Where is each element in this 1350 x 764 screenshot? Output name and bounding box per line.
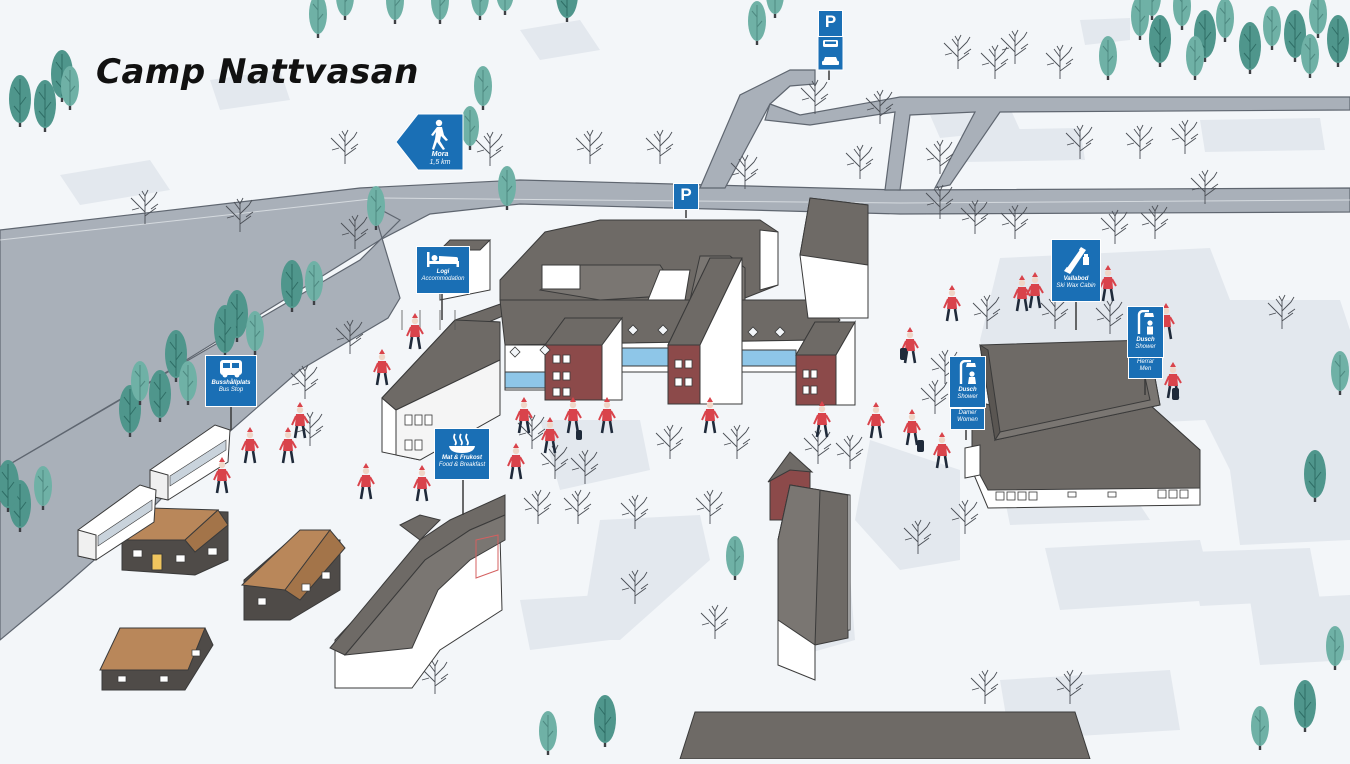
sign-line1: Vallabod [1063,276,1089,282]
car-icon [822,57,839,65]
sign-line1: Logi [436,269,450,275]
tag-men: Herrar Men [1128,357,1163,379]
bus-icon [823,40,838,47]
parking-label: P [824,12,837,31]
tag-line2: Women [957,417,978,423]
walking-person-icon [431,119,448,150]
sign-food-breakfast: Mat & Frukost Food & Breakfast [434,428,490,480]
direction-distance: 1,5 km [429,159,451,166]
sign-line1: Mat & Frukost [441,455,482,461]
sign-line1: Busshållplats [211,380,251,386]
shower-icon [1137,310,1154,335]
sign-shower-women: Dusch Shower [949,356,986,408]
sign-line2: Shower [1135,344,1156,350]
direction-sign-mora: Mora 1,5 km [395,113,464,171]
bed-icon [427,252,459,267]
tag-line2: Men [1139,366,1152,372]
sign-line1: Dusch [958,387,977,393]
sign-accommodation: Logi Accommodation [416,246,470,294]
sign-ski-wax-cabin: Vallabod Ski Wax Cabin [1051,239,1101,302]
parking-sign-road: P [673,183,699,210]
map-title: Camp Nattvasan [96,52,419,92]
sign-line2: Shower [957,394,978,400]
sign-line2: Accommodation [421,276,465,282]
parking-label: P [680,185,692,204]
tag-women: Damer Women [950,408,985,430]
sign-line2: Ski Wax Cabin [1056,283,1096,289]
direction-place: Mora [431,151,449,158]
ski-wax-icon [1064,247,1089,274]
sign-line2: Food & Breakfast [438,462,486,468]
sign-line1: Dusch [1136,337,1155,343]
tag-line1: Herrar [1136,359,1154,365]
parking-sign: P [818,10,843,37]
food-bowl-icon [449,433,475,453]
sign-line2: Bus Stop [218,387,244,393]
shower-icon [959,360,976,384]
tag-line1: Damer [958,410,977,416]
sign-bus-stop: Busshållplats Bus Stop [205,355,257,407]
bus-icon [220,360,242,378]
sign-shower-men: Dusch Shower [1127,306,1164,358]
